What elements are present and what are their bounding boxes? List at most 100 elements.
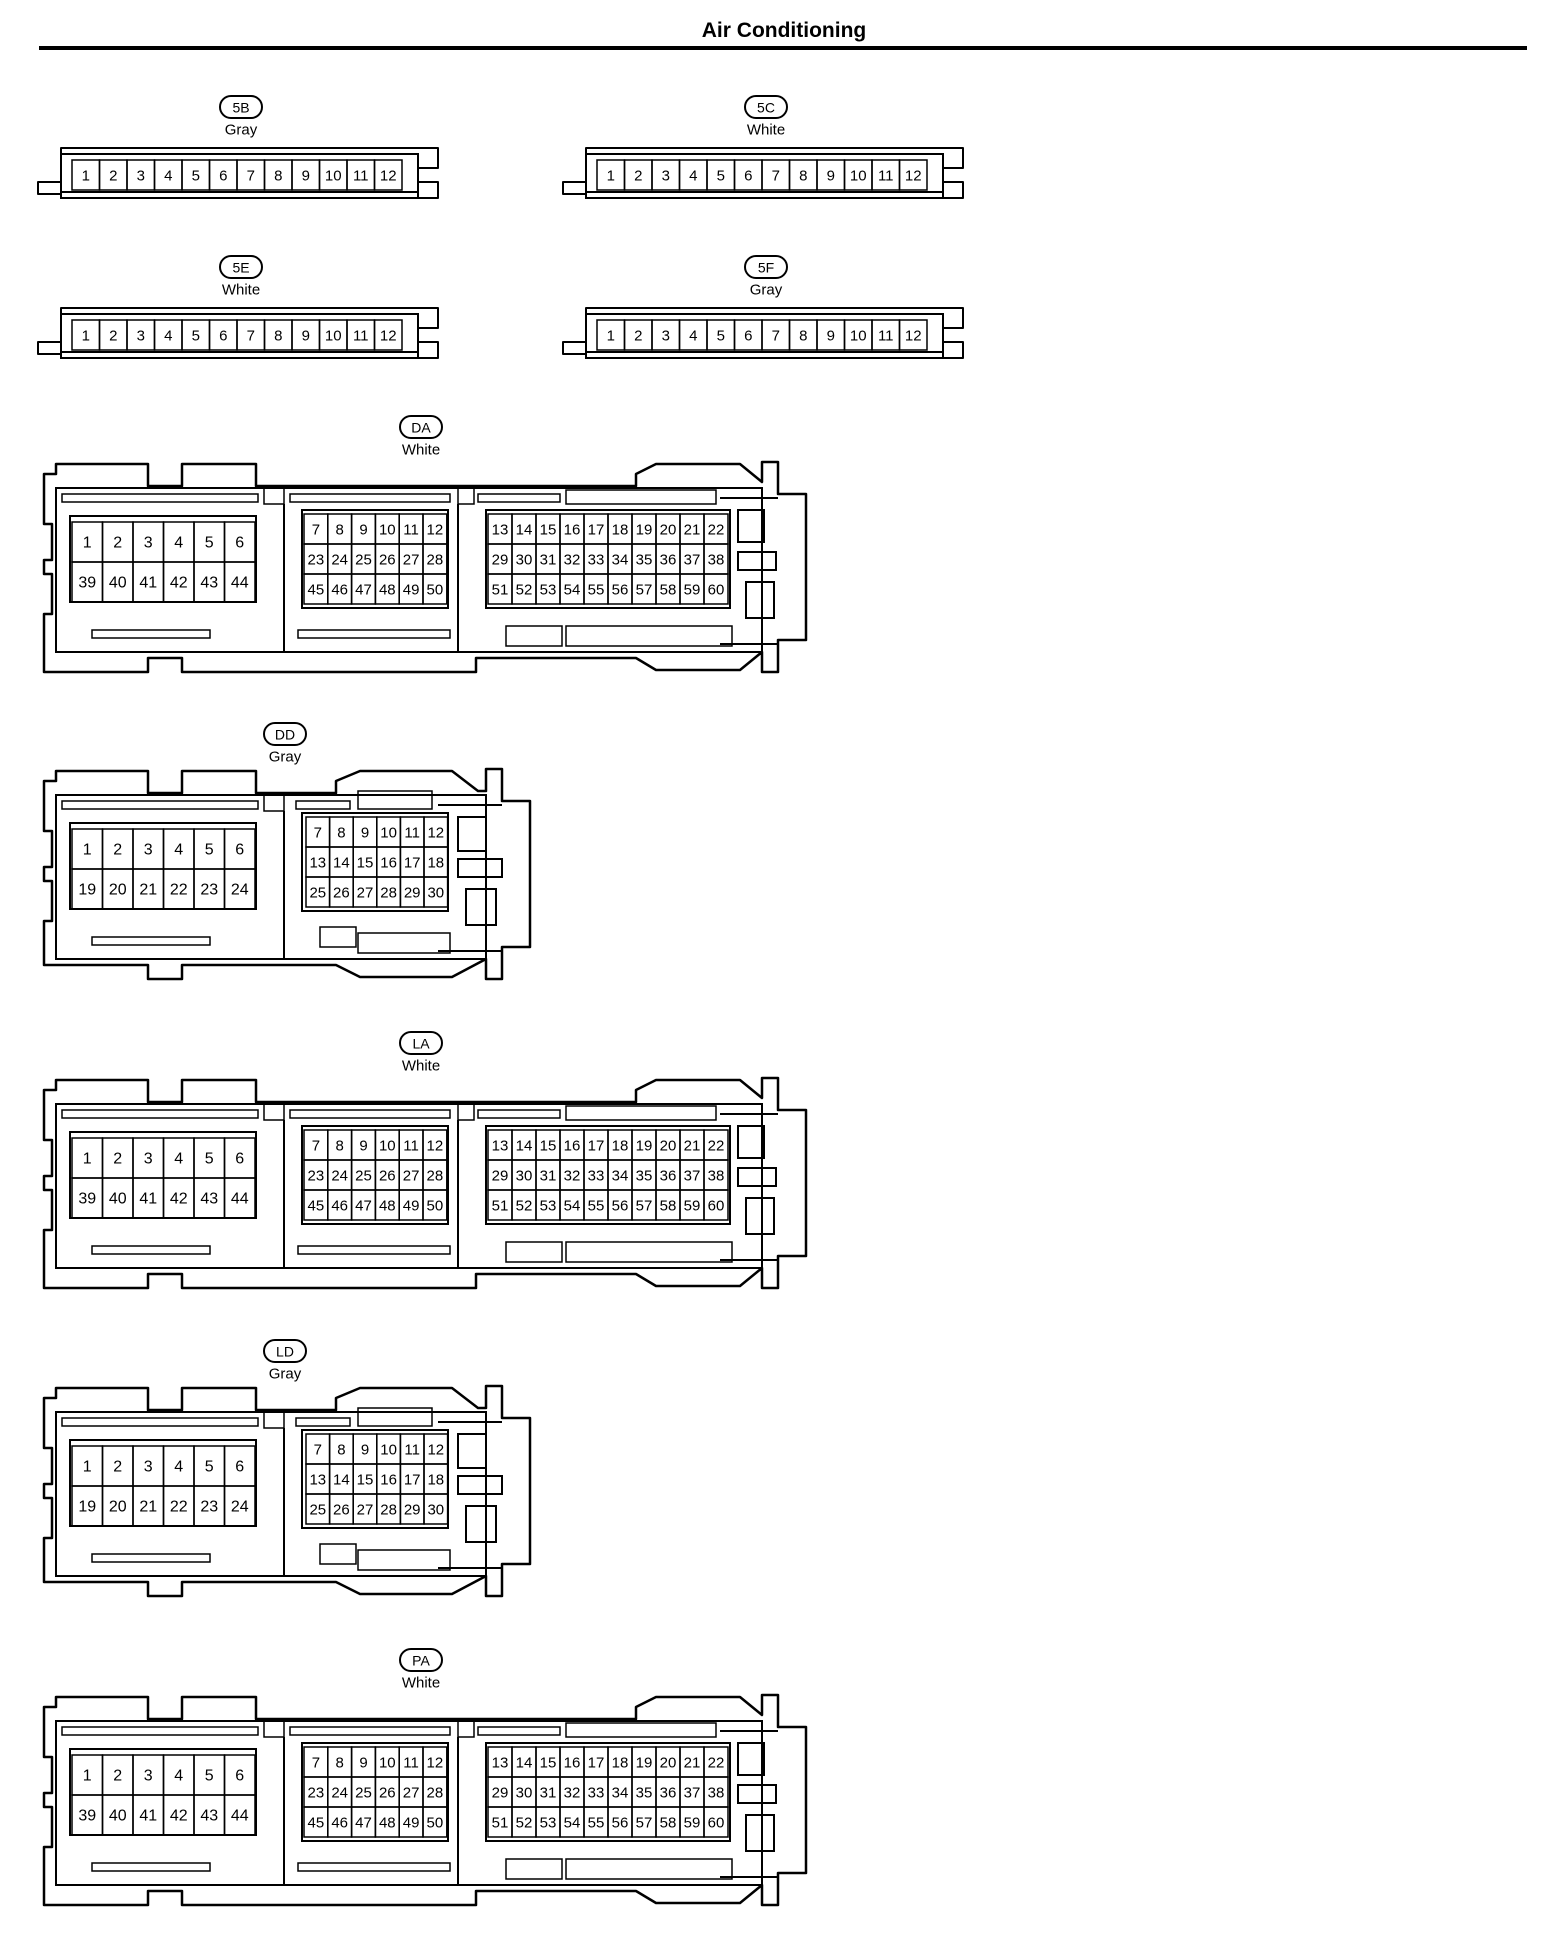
pin-number: 33 xyxy=(588,1785,605,1802)
pin-number: 2 xyxy=(113,1768,122,1785)
pin-number: 19 xyxy=(78,882,96,899)
pin-number: 5 xyxy=(717,328,725,345)
pin-number: 57 xyxy=(636,1198,653,1215)
pin-number: 13 xyxy=(492,522,509,539)
pin-number: 10 xyxy=(379,1755,396,1772)
pin-number: 24 xyxy=(231,1499,249,1516)
pin-number: 20 xyxy=(109,1499,127,1516)
pin-number: 17 xyxy=(404,1472,421,1489)
pin-number: 3 xyxy=(662,168,670,185)
pin-number: 4 xyxy=(689,328,697,345)
pin-number: 7 xyxy=(247,328,255,345)
pin-number: 30 xyxy=(516,552,533,569)
pin-number: 18 xyxy=(427,855,444,872)
pin-number: 47 xyxy=(355,582,372,599)
pin-number: 8 xyxy=(336,522,344,539)
pin-number: 58 xyxy=(660,1198,677,1215)
pin-number: 7 xyxy=(312,1138,320,1155)
pin-cell xyxy=(373,319,403,351)
pin-number: 18 xyxy=(612,522,629,539)
connector-code-badge xyxy=(399,1648,443,1672)
pin-number: 56 xyxy=(612,1198,629,1215)
pin-number: 26 xyxy=(333,885,350,902)
pin-number: 3 xyxy=(144,535,153,552)
pin-number: 32 xyxy=(564,1785,581,1802)
pin-number: 24 xyxy=(231,882,249,899)
pin-number: 39 xyxy=(78,1808,96,1825)
pin-number: 9 xyxy=(359,1755,367,1772)
pin-number: 15 xyxy=(540,1755,557,1772)
pin-number: 4 xyxy=(164,328,172,345)
pin-number: 12 xyxy=(427,522,444,539)
pin-number: 8 xyxy=(274,168,282,185)
pin-number: 4 xyxy=(174,1151,183,1168)
pin-cell xyxy=(703,1189,729,1221)
pin-cell xyxy=(223,1485,256,1527)
pin-number: 7 xyxy=(772,328,780,345)
pin-number: 23 xyxy=(200,882,218,899)
pin-number: 38 xyxy=(708,1168,725,1185)
pin-number: 18 xyxy=(612,1138,629,1155)
pin-number: 15 xyxy=(357,855,374,872)
pin-number: 8 xyxy=(799,168,807,185)
pin-number: 51 xyxy=(492,1815,509,1832)
pin-number: 29 xyxy=(492,1168,509,1185)
connector-code: PA xyxy=(412,1653,430,1669)
pin-number: 11 xyxy=(403,522,419,539)
pin-number: 43 xyxy=(200,575,218,592)
pin-number: 15 xyxy=(357,1472,374,1489)
pin-number: 48 xyxy=(379,582,396,599)
pin-number: 12 xyxy=(427,825,444,842)
pin-number: 28 xyxy=(380,1502,397,1519)
pin-number: 3 xyxy=(144,1151,153,1168)
connector-inner-frame xyxy=(60,153,419,199)
pin-number: 28 xyxy=(380,885,397,902)
page-title: Air Conditioning xyxy=(701,19,867,42)
pin-number: 23 xyxy=(308,1168,325,1185)
pin-number: 3 xyxy=(137,328,145,345)
pin-number: 27 xyxy=(403,1168,420,1185)
pin-number: 34 xyxy=(612,552,629,569)
pin-number: 4 xyxy=(174,1459,183,1476)
connector-code: 5E xyxy=(232,260,249,276)
pin-number: 29 xyxy=(492,1785,509,1802)
connector-code: DA xyxy=(411,420,431,436)
pin-number: 36 xyxy=(660,1785,677,1802)
pin-number: 21 xyxy=(139,882,157,899)
pin-number: 6 xyxy=(219,168,227,185)
pin-number: 10 xyxy=(379,522,396,539)
pin-number: 10 xyxy=(850,168,867,185)
pin-number: 5 xyxy=(205,842,214,859)
pin-number: 8 xyxy=(337,1442,345,1459)
pin-number: 19 xyxy=(636,1755,653,1772)
pin-number: 21 xyxy=(684,522,701,539)
pin-number: 47 xyxy=(355,1198,372,1215)
pin-number: 3 xyxy=(137,168,145,185)
pin-number: 46 xyxy=(331,582,348,599)
pin-number: 5 xyxy=(717,168,725,185)
pin-number: 60 xyxy=(708,582,725,599)
pin-number: 41 xyxy=(139,1191,157,1208)
pin-number: 17 xyxy=(404,855,421,872)
pin-number: 10 xyxy=(379,1138,396,1155)
pin-number: 30 xyxy=(427,1502,444,1519)
pin-number: 6 xyxy=(235,842,244,859)
pin-number: 8 xyxy=(274,328,282,345)
pin-number: 25 xyxy=(355,1168,372,1185)
pin-cell xyxy=(898,319,928,351)
pin-number: 37 xyxy=(684,552,701,569)
pin-number: 19 xyxy=(78,1499,96,1516)
pin-cell xyxy=(422,573,448,605)
pin-number: 32 xyxy=(564,1168,581,1185)
pin-number: 20 xyxy=(660,1138,677,1155)
pin-cell xyxy=(223,1794,256,1836)
connector-housing xyxy=(42,1693,808,1907)
pin-number: 2 xyxy=(109,168,117,185)
pin-number: 16 xyxy=(564,522,581,539)
pin-number: 31 xyxy=(540,552,557,569)
